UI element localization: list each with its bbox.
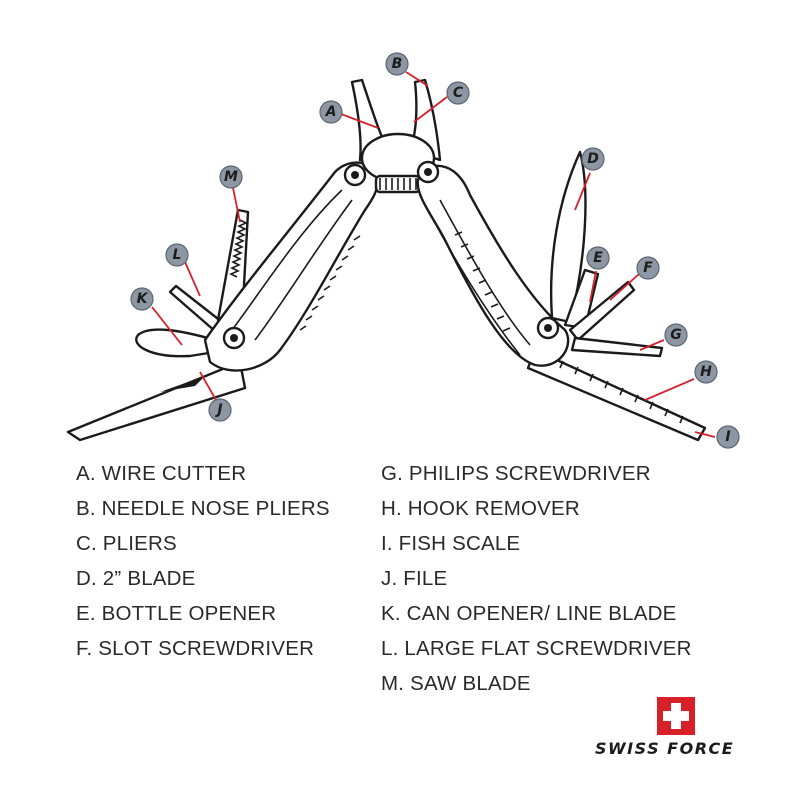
callout-m: M <box>219 165 243 189</box>
svg-text:G: G <box>670 327 682 343</box>
callout-a: A <box>319 100 343 124</box>
can-opener-tool <box>135 328 217 358</box>
brand-name: SWISS FORCE <box>595 739 735 758</box>
svg-text:E: E <box>593 250 603 266</box>
swiss-cross-icon <box>657 697 695 735</box>
callout-h: H <box>694 360 718 384</box>
callout-f: F <box>636 256 660 280</box>
pliers-head <box>350 78 442 194</box>
legend-item: C. PLIERS <box>76 532 177 555</box>
callout-b: B <box>385 52 409 76</box>
legend-item: I. FISH SCALE <box>381 532 521 555</box>
svg-text:K: K <box>137 291 149 307</box>
callout-i: I <box>716 425 740 449</box>
callout-j: J <box>208 398 232 422</box>
legend-item: M. SAW BLADE <box>381 672 531 695</box>
multitool-diagram: A B C D E F G H I J K L M <box>66 52 740 449</box>
svg-text:M: M <box>224 169 238 185</box>
legend-item: J. FILE <box>381 567 448 590</box>
blade-tool <box>549 150 587 324</box>
legend-left-column: A. WIRE CUTTER B. NEEDLE NOSE PLIERS C. … <box>76 460 330 670</box>
svg-text:B: B <box>392 56 403 72</box>
callout-d: D <box>581 147 605 171</box>
svg-text:C: C <box>453 85 464 101</box>
file-tool <box>66 360 247 442</box>
callout-k: K <box>130 287 154 311</box>
left-handle <box>203 161 380 372</box>
legend-item: G. PHILIPS SCREWDRIVER <box>381 462 651 485</box>
legend-right-column: G. PHILIPS SCREWDRIVER H. HOOK REMOVER I… <box>381 460 692 705</box>
legend-item: H. HOOK REMOVER <box>381 497 580 520</box>
callout-l: L <box>165 243 189 267</box>
svg-text:J: J <box>214 402 222 418</box>
flat-screwdriver-tool <box>168 284 224 334</box>
legend-item: D. 2” BLADE <box>76 567 196 590</box>
brand-logo: SWISS FORCE <box>595 697 765 767</box>
svg-text:I: I <box>725 429 730 445</box>
legend-item: B. NEEDLE NOSE PLIERS <box>76 497 330 520</box>
callout-g: G <box>664 323 688 347</box>
legend-item: A. WIRE CUTTER <box>76 462 247 485</box>
left-tool-group <box>66 161 380 442</box>
legend-item: L. LARGE FLAT SCREWDRIVER <box>381 637 692 660</box>
callout-e: E <box>586 246 610 270</box>
svg-text:L: L <box>173 247 182 263</box>
legend-item: F. SLOT SCREWDRIVER <box>76 637 315 660</box>
philips-screwdriver-tool <box>570 336 664 358</box>
slot-screwdriver-tool <box>568 280 636 342</box>
legend-item: E. BOTTLE OPENER <box>76 602 277 625</box>
svg-text:F: F <box>643 260 653 276</box>
svg-text:D: D <box>587 151 599 167</box>
legend-item: K. CAN OPENER/ LINE BLADE <box>381 602 677 625</box>
right-tool-group <box>416 150 707 442</box>
callout-c: C <box>446 81 470 105</box>
leader-lines <box>151 71 716 438</box>
svg-text:A: A <box>325 104 337 120</box>
svg-text:H: H <box>700 364 712 380</box>
